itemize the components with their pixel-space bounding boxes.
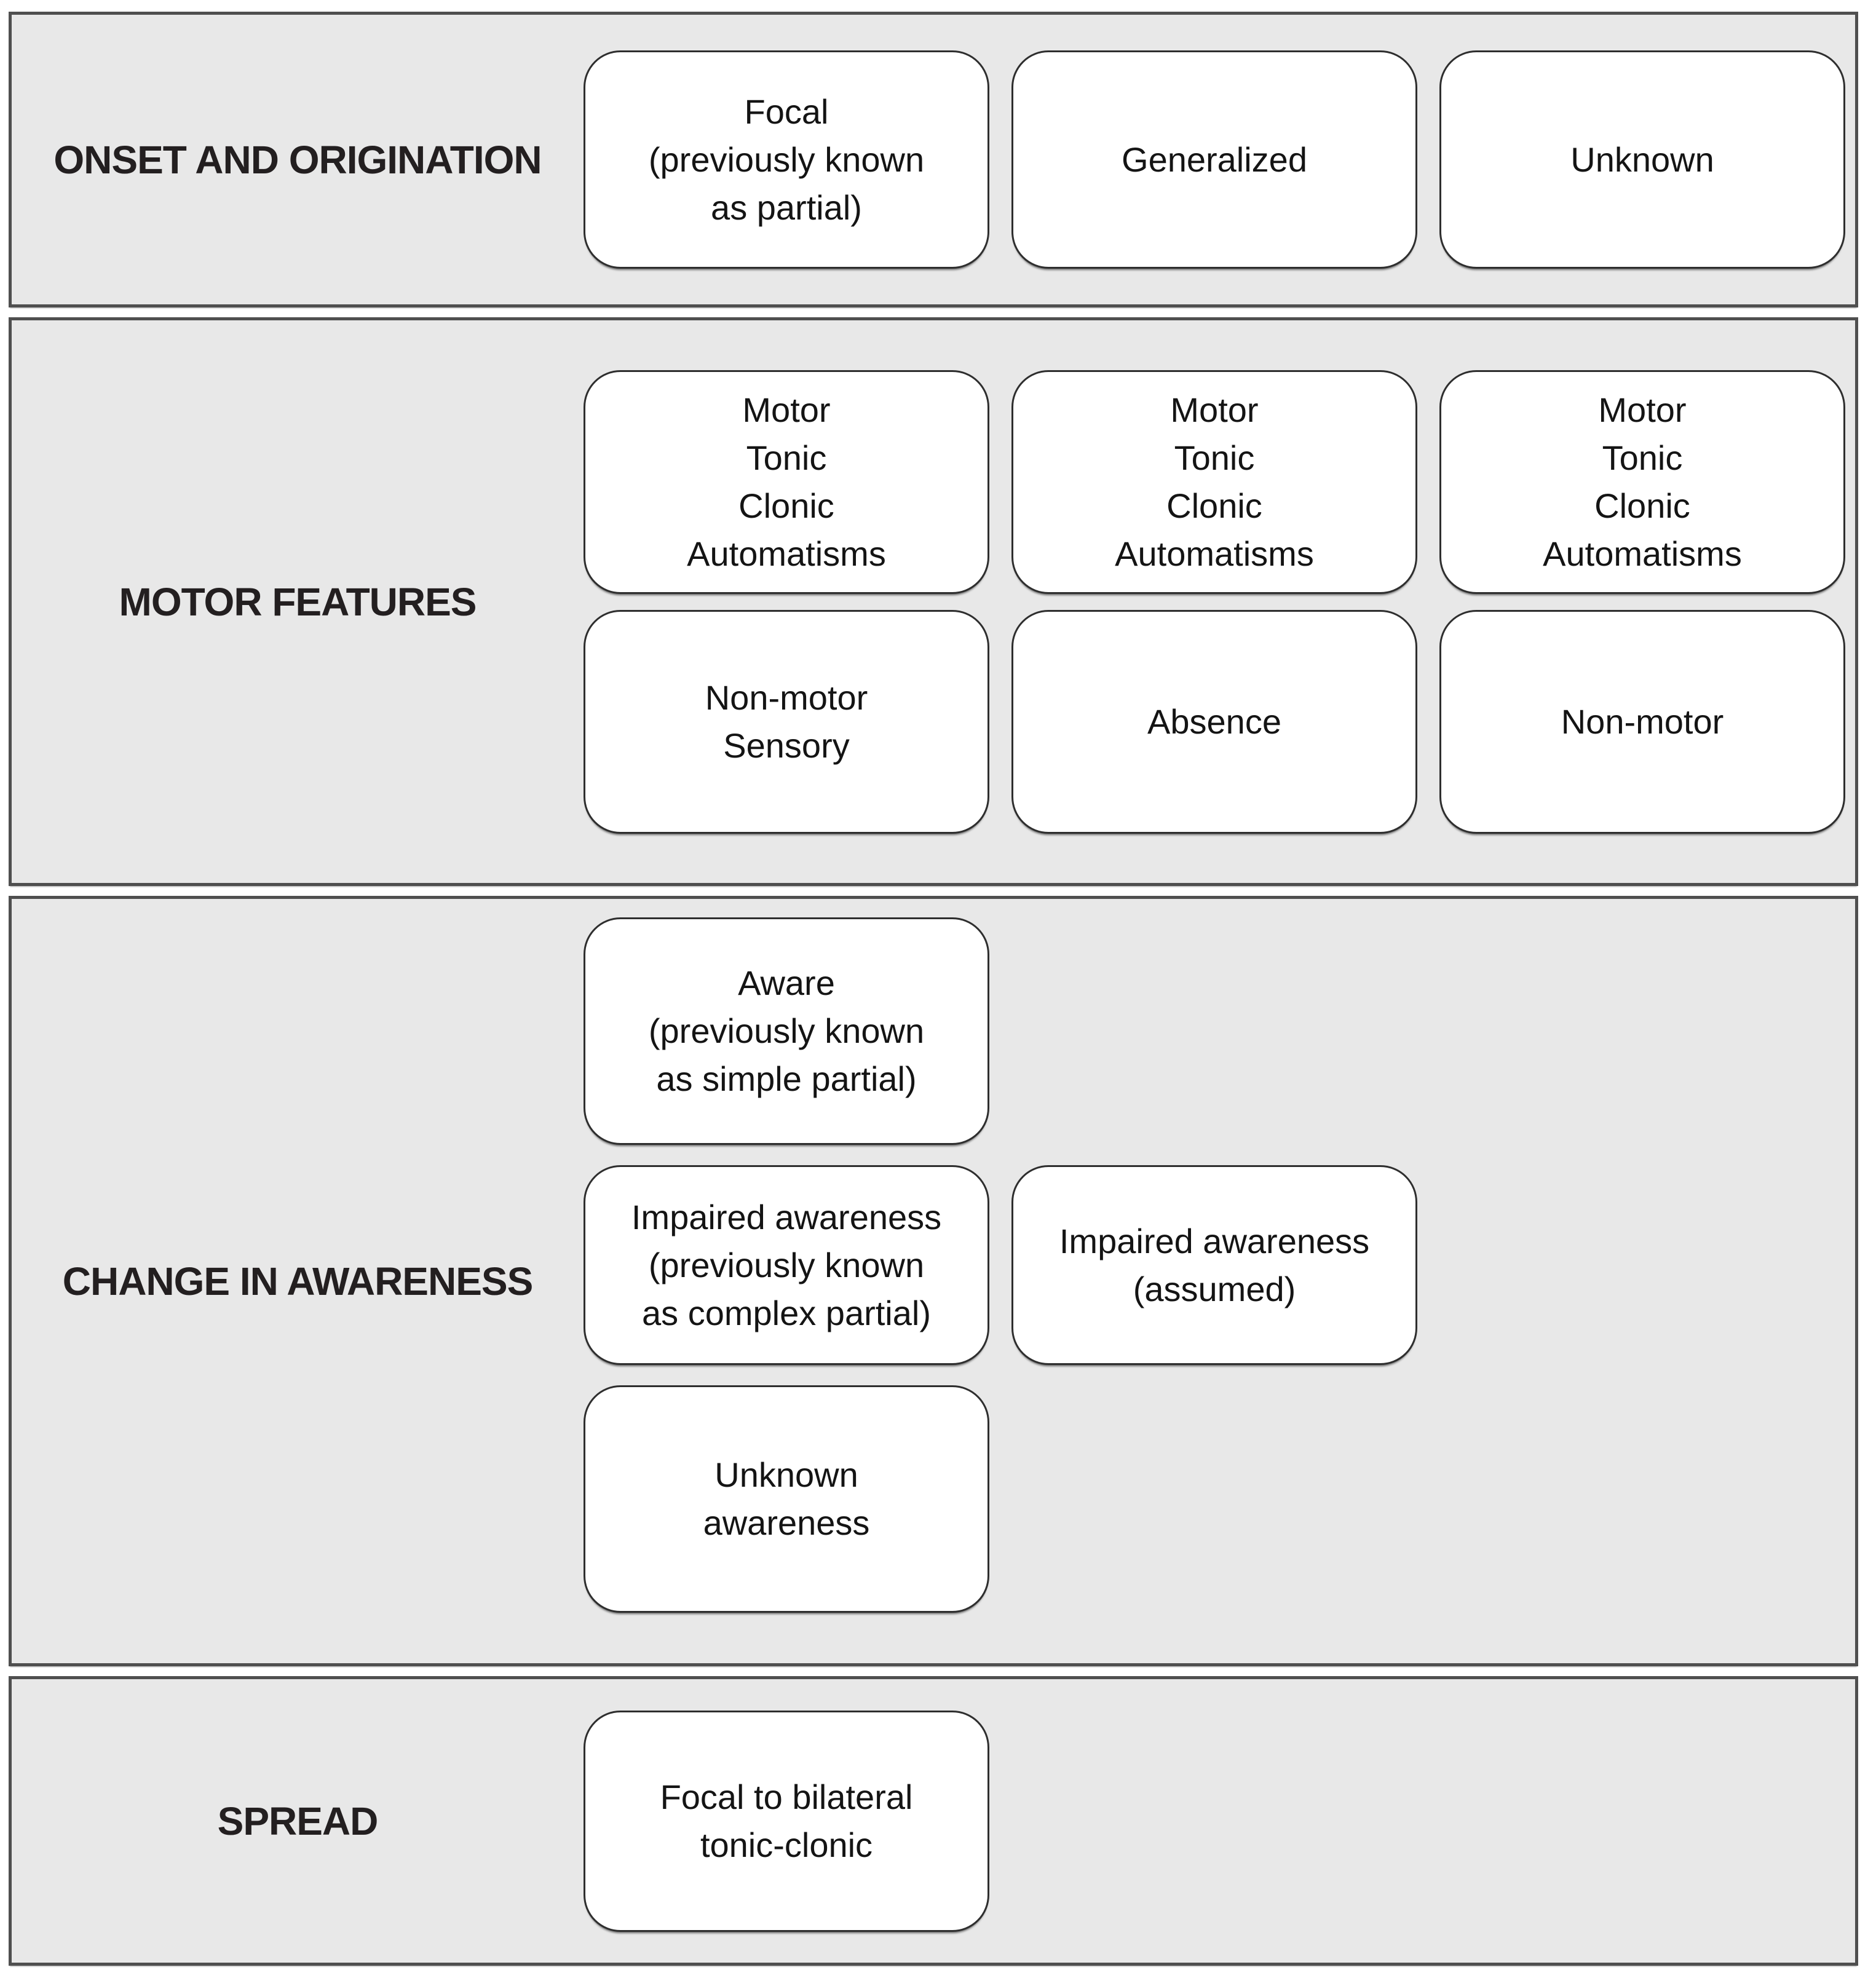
box-nonmotor: Non-motor	[1439, 609, 1845, 834]
band-boxes-motor-features: Motor Tonic Clonic Automatisms Motor Ton…	[584, 320, 1855, 883]
box-aware: Aware (previously known as simple partia…	[584, 917, 989, 1145]
box-absence: Absence	[1011, 609, 1417, 834]
box-focal-onset-text: Focal (previously known as partial)	[648, 92, 925, 227]
box-impaired-awareness: Impaired awareness (previously known as …	[584, 1165, 989, 1365]
box-generalized-onset-text: Generalized	[1122, 140, 1307, 179]
box-unknown-awareness-text: Unknown awareness	[703, 1455, 870, 1542]
band-label-motor-features: MOTOR FEATURES	[119, 579, 477, 624]
band-label-spread: SPREAD	[217, 1798, 379, 1843]
band-boxes-spread: Focal to bilateral tonic-clonic	[584, 1679, 1855, 1963]
band-spread: SPREAD Focal to bilateral tonic-clonic	[9, 1676, 1858, 1966]
box-unknown-awareness: Unknown awareness	[584, 1385, 989, 1613]
box-impaired-awareness-assumed: Impaired awareness (assumed)	[1011, 1165, 1417, 1365]
box-nonmotor-sensory-text: Non-motor Sensory	[705, 678, 868, 765]
box-absence-text: Absence	[1147, 702, 1281, 741]
band-boxes-change-in-awareness: Aware (previously known as simple partia…	[584, 899, 1855, 1663]
box-motor-focal-text: Motor Tonic Clonic Automatisms	[687, 390, 886, 573]
box-motor-generalized-text: Motor Tonic Clonic Automatisms	[1115, 390, 1314, 573]
box-aware-text: Aware (previously known as simple partia…	[648, 963, 925, 1098]
band-onset-and-origination: ONSET AND ORIGINATION Focal (previously …	[9, 12, 1858, 307]
box-focal-to-bilateral-tonic-clonic-text: Focal to bilateral tonic-clonic	[660, 1777, 913, 1864]
box-impaired-awareness-assumed-text: Impaired awareness (assumed)	[1059, 1221, 1370, 1308]
box-unknown-onset-text: Unknown	[1570, 140, 1714, 179]
box-motor-unknown-text: Motor Tonic Clonic Automatisms	[1543, 390, 1742, 573]
box-motor-focal: Motor Tonic Clonic Automatisms	[584, 370, 989, 594]
box-nonmotor-text: Non-motor	[1561, 702, 1724, 741]
band-label-change-in-awareness: CHANGE IN AWARENESS	[62, 1259, 534, 1304]
box-focal-onset: Focal (previously known as partial)	[584, 50, 989, 269]
box-generalized-onset: Generalized	[1011, 50, 1417, 269]
box-focal-to-bilateral-tonic-clonic: Focal to bilateral tonic-clonic	[584, 1710, 989, 1932]
box-motor-generalized: Motor Tonic Clonic Automatisms	[1011, 370, 1417, 594]
box-unknown-onset: Unknown	[1439, 50, 1845, 269]
band-boxes-onset: Focal (previously known as partial) Gene…	[584, 15, 1855, 304]
box-motor-unknown: Motor Tonic Clonic Automatisms	[1439, 370, 1845, 594]
band-change-in-awareness: CHANGE IN AWARENESS Aware (previously kn…	[9, 896, 1858, 1666]
band-label-onset-and-origination: ONSET AND ORIGINATION	[53, 137, 542, 182]
box-nonmotor-sensory: Non-motor Sensory	[584, 609, 989, 834]
box-impaired-awareness-text: Impaired awareness (previously known as …	[631, 1197, 942, 1332]
band-motor-features: MOTOR FEATURES Motor Tonic Clonic Automa…	[9, 317, 1858, 886]
